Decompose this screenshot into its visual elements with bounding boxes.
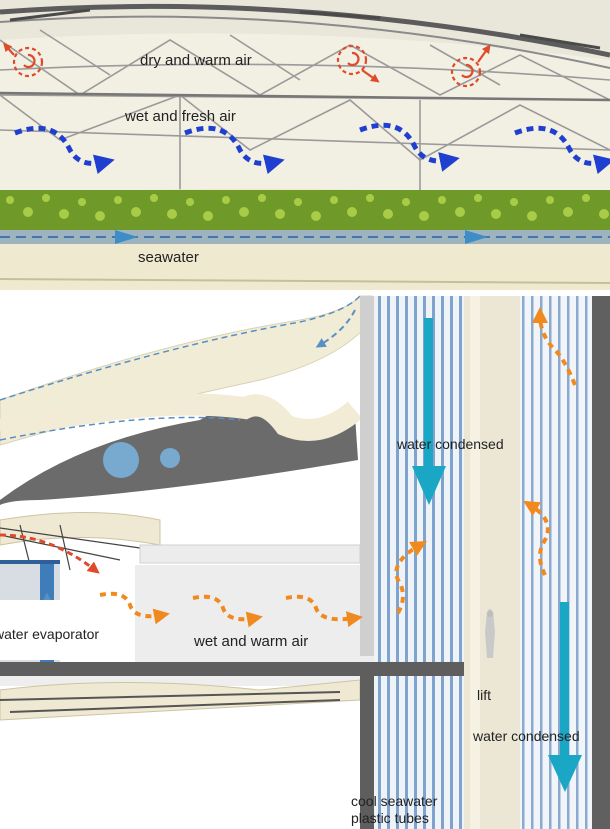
fresh-air-arrow-2 — [184, 125, 285, 175]
lower-wall — [360, 676, 374, 829]
fresh-air-arrows — [14, 122, 610, 175]
warm-air-arrow-1 — [99, 591, 170, 625]
label-wet-warm-air: wet and warm air — [194, 633, 309, 650]
condensate-arrow-1-head — [412, 466, 446, 505]
tube-column-right — [520, 296, 592, 829]
warm-air-arrow-5 — [523, 500, 550, 576]
top-panel — [0, 0, 610, 290]
chamber-roof — [139, 544, 361, 564]
wet-warm-chamber — [135, 565, 375, 665]
panel-divider — [0, 290, 610, 296]
condensate-arrow-2-shaft — [560, 602, 569, 757]
floor-edge — [0, 278, 610, 284]
label-seawater: seawater — [138, 249, 199, 266]
shell-water-line — [0, 295, 361, 401]
roof-surface — [0, 0, 610, 60]
chamber-wall — [360, 296, 374, 656]
label-water-evaporator: water evaporator — [0, 626, 100, 642]
floor-slab — [0, 662, 465, 676]
warm-air-arrow-6 — [532, 307, 577, 386]
plants-texture — [6, 194, 609, 221]
evaporator-label-bg — [0, 600, 125, 660]
seawater-arrow-2 — [465, 230, 488, 244]
intake-air-arrow — [0, 533, 100, 574]
right-wall — [592, 296, 610, 829]
roof-lattice — [0, 29, 610, 200]
porthole-small — [160, 448, 180, 468]
condensate-arrow-2-head — [548, 755, 582, 792]
fresh-air-arrow-3 — [359, 122, 460, 172]
dry-air-swirls — [3, 42, 491, 88]
warm-air-arrow-2 — [192, 594, 263, 628]
warm-air-arrows — [99, 307, 577, 628]
label-plastic-tubes: plastic tubes — [351, 810, 429, 826]
label-water-condensed-upper: water condensed — [397, 436, 504, 452]
warm-air-arrow-4 — [394, 541, 427, 614]
fresh-air-arrow-4 — [514, 125, 610, 175]
label-lift: lift — [477, 687, 491, 703]
hull-highlight — [0, 393, 363, 441]
roof-rails — [0, 8, 610, 102]
fresh-air-arrow-1 — [14, 125, 115, 175]
person-figure — [485, 609, 495, 658]
bottom-panel — [0, 295, 610, 829]
condensate-arrows — [412, 318, 582, 792]
roof-edge-inner — [0, 15, 610, 69]
condensate-arrow-1-shaft — [424, 318, 433, 468]
tube-column-lower — [374, 676, 464, 829]
swirl-1 — [3, 42, 44, 78]
warm-air-arrow-3 — [285, 594, 363, 628]
swirl-3 — [450, 44, 491, 88]
swirl-2 — [336, 44, 380, 83]
porthole-large — [103, 442, 139, 478]
plants-band — [0, 190, 610, 230]
shell-water-arrow — [315, 309, 356, 348]
label-cool-seawater: cool seawater — [351, 793, 438, 809]
label-dry-warm-air: dry and warm air — [140, 52, 252, 69]
label-wet-fresh-air: wet and fresh air — [125, 108, 236, 125]
dark-hull — [0, 399, 358, 505]
label-water-condensed-lower: water condensed — [473, 728, 580, 744]
seawater-arrow-1 — [115, 230, 138, 244]
